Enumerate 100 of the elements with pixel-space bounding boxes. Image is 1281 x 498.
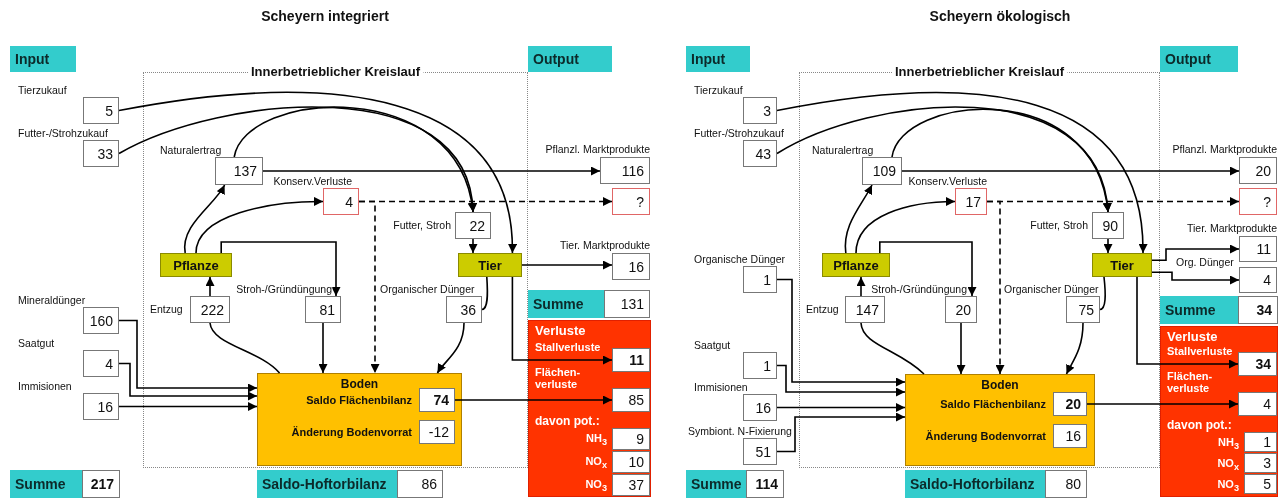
flow-label: NO$_{x}$ bbox=[585, 455, 607, 472]
flow-label: Stallverluste bbox=[1167, 345, 1233, 357]
arrow bbox=[205, 276, 215, 297]
flow-label: Naturalertrag bbox=[812, 144, 874, 156]
arrow bbox=[901, 166, 1240, 176]
flow-label: Immisionen bbox=[694, 381, 748, 393]
input-header: Input bbox=[686, 46, 750, 72]
value-box: 3 bbox=[743, 97, 777, 124]
panel-title: Boden bbox=[340, 377, 379, 392]
arrow bbox=[879, 241, 977, 297]
value-box: 217 bbox=[82, 470, 120, 498]
value-box: 147 bbox=[845, 296, 885, 323]
value-box: 74 bbox=[419, 388, 455, 412]
arrow bbox=[1065, 322, 1084, 375]
value-box: 222 bbox=[190, 296, 230, 323]
flow-label: Pflanzl. Marktprodukte bbox=[1172, 143, 1277, 155]
value-box: 37 bbox=[612, 474, 650, 496]
value-box: 160 bbox=[83, 307, 119, 334]
flow-label: Futter, Stroh bbox=[393, 219, 451, 231]
connector-line bbox=[860, 322, 925, 375]
connector-line bbox=[1099, 276, 1106, 311]
arrow bbox=[1136, 276, 1239, 369]
value-box: 1 bbox=[743, 352, 777, 379]
value-box: 33 bbox=[83, 140, 119, 167]
arrow bbox=[118, 91, 517, 254]
arrow bbox=[776, 364, 906, 397]
value-box: 17 bbox=[955, 188, 987, 215]
flow-label: NH$_{3}$ bbox=[586, 432, 607, 449]
flow-label: Änderung Bodenvorrat bbox=[291, 426, 412, 438]
animal-box: Tier bbox=[458, 253, 522, 277]
arrow bbox=[118, 362, 258, 401]
sum-header: Summe bbox=[10, 470, 82, 498]
value-box: 4 bbox=[83, 350, 119, 377]
flow-label: Organische Dünger bbox=[694, 253, 786, 265]
arrow bbox=[1103, 238, 1113, 254]
flow-label: Mineraldünger bbox=[18, 294, 86, 306]
arrow bbox=[776, 91, 1147, 254]
dashed-arrow bbox=[986, 200, 1005, 375]
frame-title: Innerbetrieblicher Kreislauf bbox=[247, 64, 424, 79]
panel-title: Verluste bbox=[1167, 329, 1218, 344]
output-header: Output bbox=[528, 46, 612, 72]
flow-label: Futter-/Strohzukauf bbox=[18, 127, 108, 139]
flow-label: Konserv.Verluste bbox=[908, 175, 987, 187]
value-box: 16 bbox=[1053, 424, 1087, 448]
value-box: 16 bbox=[743, 394, 777, 421]
value-box: 116 bbox=[600, 157, 650, 184]
flow-label: Pflanzl. Marktprodukte bbox=[545, 143, 650, 155]
frame-title: Innerbetrieblicher Kreislauf bbox=[891, 64, 1068, 79]
arrow bbox=[195, 197, 324, 254]
arrow bbox=[856, 276, 866, 297]
value-box: 5 bbox=[1244, 474, 1277, 494]
arrow bbox=[118, 319, 258, 393]
soil-panel bbox=[905, 374, 1095, 466]
value-box: 9 bbox=[612, 428, 650, 450]
flow-label: Stallverluste bbox=[535, 341, 601, 353]
value-box: 75 bbox=[1066, 296, 1100, 323]
value-box: 20 bbox=[1053, 392, 1087, 416]
flow-label: Entzug bbox=[806, 303, 839, 315]
arrow bbox=[776, 278, 906, 387]
panel-note: davon pot.: bbox=[1167, 418, 1232, 433]
value-box: 11 bbox=[1239, 236, 1277, 262]
arrow bbox=[855, 197, 956, 254]
value-box: 1 bbox=[1244, 432, 1277, 452]
arrow bbox=[436, 322, 465, 374]
flow-label: Flächen- verluste bbox=[1167, 370, 1214, 394]
flow-label: Saatgut bbox=[18, 337, 55, 349]
panel-title: Verluste bbox=[535, 323, 586, 338]
value-box: 137 bbox=[215, 157, 263, 185]
dashed-arrow bbox=[358, 200, 380, 374]
flow-label: Symbiont. N-Fixierung bbox=[688, 425, 792, 437]
value-box: 16 bbox=[612, 253, 650, 280]
arrow bbox=[454, 395, 613, 405]
arrow bbox=[318, 322, 328, 374]
sum-header: Summe bbox=[528, 290, 604, 318]
value-box: 114 bbox=[746, 470, 784, 498]
flow-label: Tier. Marktprodukte bbox=[559, 239, 650, 251]
value-box: 10 bbox=[612, 451, 650, 473]
balance-header: Saldo-Hoftorbilanz bbox=[905, 470, 1045, 498]
animal-box: Tier bbox=[1092, 253, 1152, 277]
flow-label: Entzug bbox=[150, 303, 183, 315]
arrow bbox=[1086, 399, 1239, 409]
arrow bbox=[233, 106, 476, 213]
arrow bbox=[262, 166, 601, 176]
value-box: 131 bbox=[604, 290, 650, 318]
value-box: 34 bbox=[1238, 296, 1278, 324]
value-box: 16 bbox=[83, 393, 119, 420]
flow-label: Naturalertrag bbox=[160, 144, 222, 156]
sum-header: Summe bbox=[686, 470, 746, 498]
value-box: 81 bbox=[305, 296, 341, 323]
flow-label: Immisionen bbox=[18, 380, 72, 392]
value-box: 90 bbox=[1092, 212, 1124, 239]
value-box: 51 bbox=[743, 438, 777, 465]
flow-label: Futter-/Strohzukauf bbox=[694, 127, 784, 139]
value-box: 36 bbox=[446, 296, 482, 323]
flow-label: Saldo Flächenbilanz bbox=[940, 398, 1046, 410]
value-box: 11 bbox=[612, 348, 650, 372]
arrow bbox=[511, 276, 613, 365]
arrow bbox=[956, 322, 966, 375]
flow-label: Flächen- verluste bbox=[535, 366, 582, 390]
flow-label: NH$_{3}$ bbox=[1218, 436, 1239, 453]
